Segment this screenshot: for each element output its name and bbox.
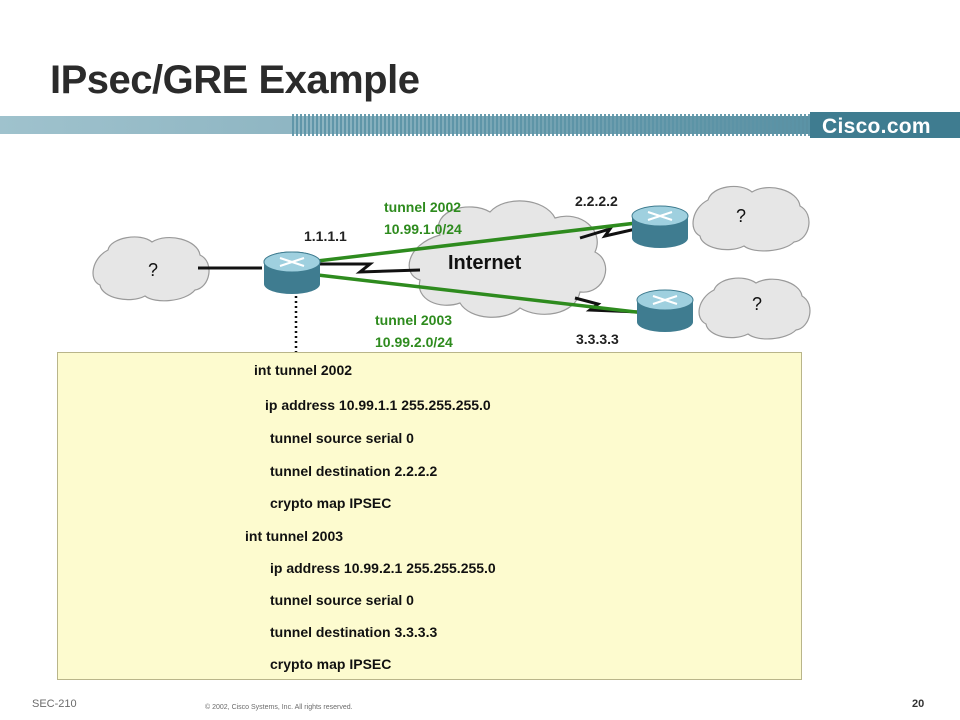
config-line: crypto map IPSEC (270, 656, 392, 672)
config-line: ip address 10.99.1.1 255.255.255.0 (265, 397, 491, 413)
router-bottom (636, 289, 694, 332)
top-right-network-cloud (692, 185, 810, 252)
cisco-logo: Cisco.com (822, 115, 931, 138)
router-local-ip: 1.1.1.1 (304, 228, 347, 244)
config-line: ip address 10.99.2.1 255.255.255.0 (270, 560, 496, 576)
tunnel-2002-label: tunnel 2002 10.99.1.0/24 (384, 196, 462, 240)
config-line: int tunnel 2003 (245, 528, 344, 544)
bottom-right-network-cloud (698, 277, 811, 340)
tunnel-2002-name: tunnel 2002 (384, 199, 462, 215)
slide-title: IPsec/GRE Example (50, 58, 420, 102)
bottom-right-network-label: ? (752, 294, 763, 314)
config-line: int tunnel 2002 (254, 362, 353, 378)
config-line: tunnel source serial 0 (270, 430, 414, 446)
course-code: SEC-210 (32, 698, 77, 710)
tunnel-2003-label: tunnel 2003 10.99.2.0/24 (375, 309, 453, 353)
router-local (263, 251, 321, 294)
tunnel-2002-line (291, 220, 646, 266)
config-line: tunnel destination 3.3.3.3 (270, 624, 438, 640)
config-line: tunnel destination 2.2.2.2 (270, 463, 438, 479)
internet-cloud (408, 200, 607, 318)
router-bottom-ip: 3.3.3.3 (576, 331, 619, 347)
router-top-ip: 2.2.2.2 (575, 193, 618, 209)
left-network-cloud (92, 236, 210, 302)
page-number: 20 (912, 698, 925, 710)
tunnel-2002-subnet: 10.99.1.0/24 (384, 221, 462, 237)
serial-link-top (579, 226, 641, 240)
config-line: tunnel source serial 0 (270, 592, 414, 608)
tunnel-2003-line (291, 270, 646, 315)
header-bar (0, 112, 960, 138)
serial-link-left (318, 262, 421, 274)
top-right-network-label: ? (736, 206, 747, 226)
config-line: crypto map IPSEC (270, 495, 392, 511)
left-network-label: ? (148, 260, 159, 280)
tunnel-2003-subnet: 10.99.2.0/24 (375, 334, 453, 350)
copyright: © 2002, Cisco Systems, Inc. All rights r… (205, 704, 353, 711)
config-panel: int tunnel 2002 ip address 10.99.1.1 255… (57, 352, 802, 680)
tunnel-2003-name: tunnel 2003 (375, 312, 453, 328)
router-top (631, 205, 689, 248)
internet-label: Internet (448, 252, 522, 274)
